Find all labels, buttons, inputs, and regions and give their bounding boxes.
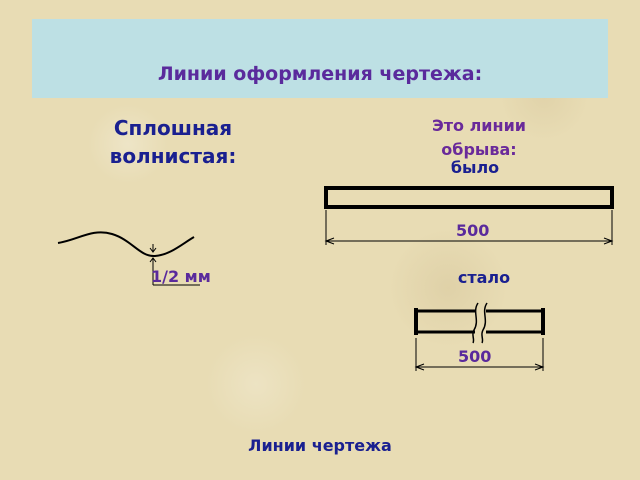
page-title: Линии оформления чертежа:	[157, 63, 483, 85]
bar-before	[324, 186, 614, 209]
bar-after	[414, 308, 545, 335]
wave-height-dimension	[149, 244, 200, 286]
title-box: Линии оформления чертежа:	[32, 19, 608, 98]
dimension-line-after	[414, 338, 545, 371]
before-label: было	[450, 158, 500, 177]
after-label: стало	[457, 268, 511, 287]
dimension-line-before	[324, 210, 614, 245]
break-lines	[472, 302, 488, 344]
wave-height-label: 1/2 мм	[151, 267, 211, 286]
wavy-line	[57, 231, 195, 258]
dimension-after-value: 500	[458, 347, 492, 366]
left-heading: Сплошная волнистая:	[109, 116, 237, 168]
dimension-before-value: 500	[456, 221, 490, 240]
right-heading: Это линии обрыва:	[432, 116, 526, 159]
footer-caption: Линии чертежа	[248, 436, 392, 455]
